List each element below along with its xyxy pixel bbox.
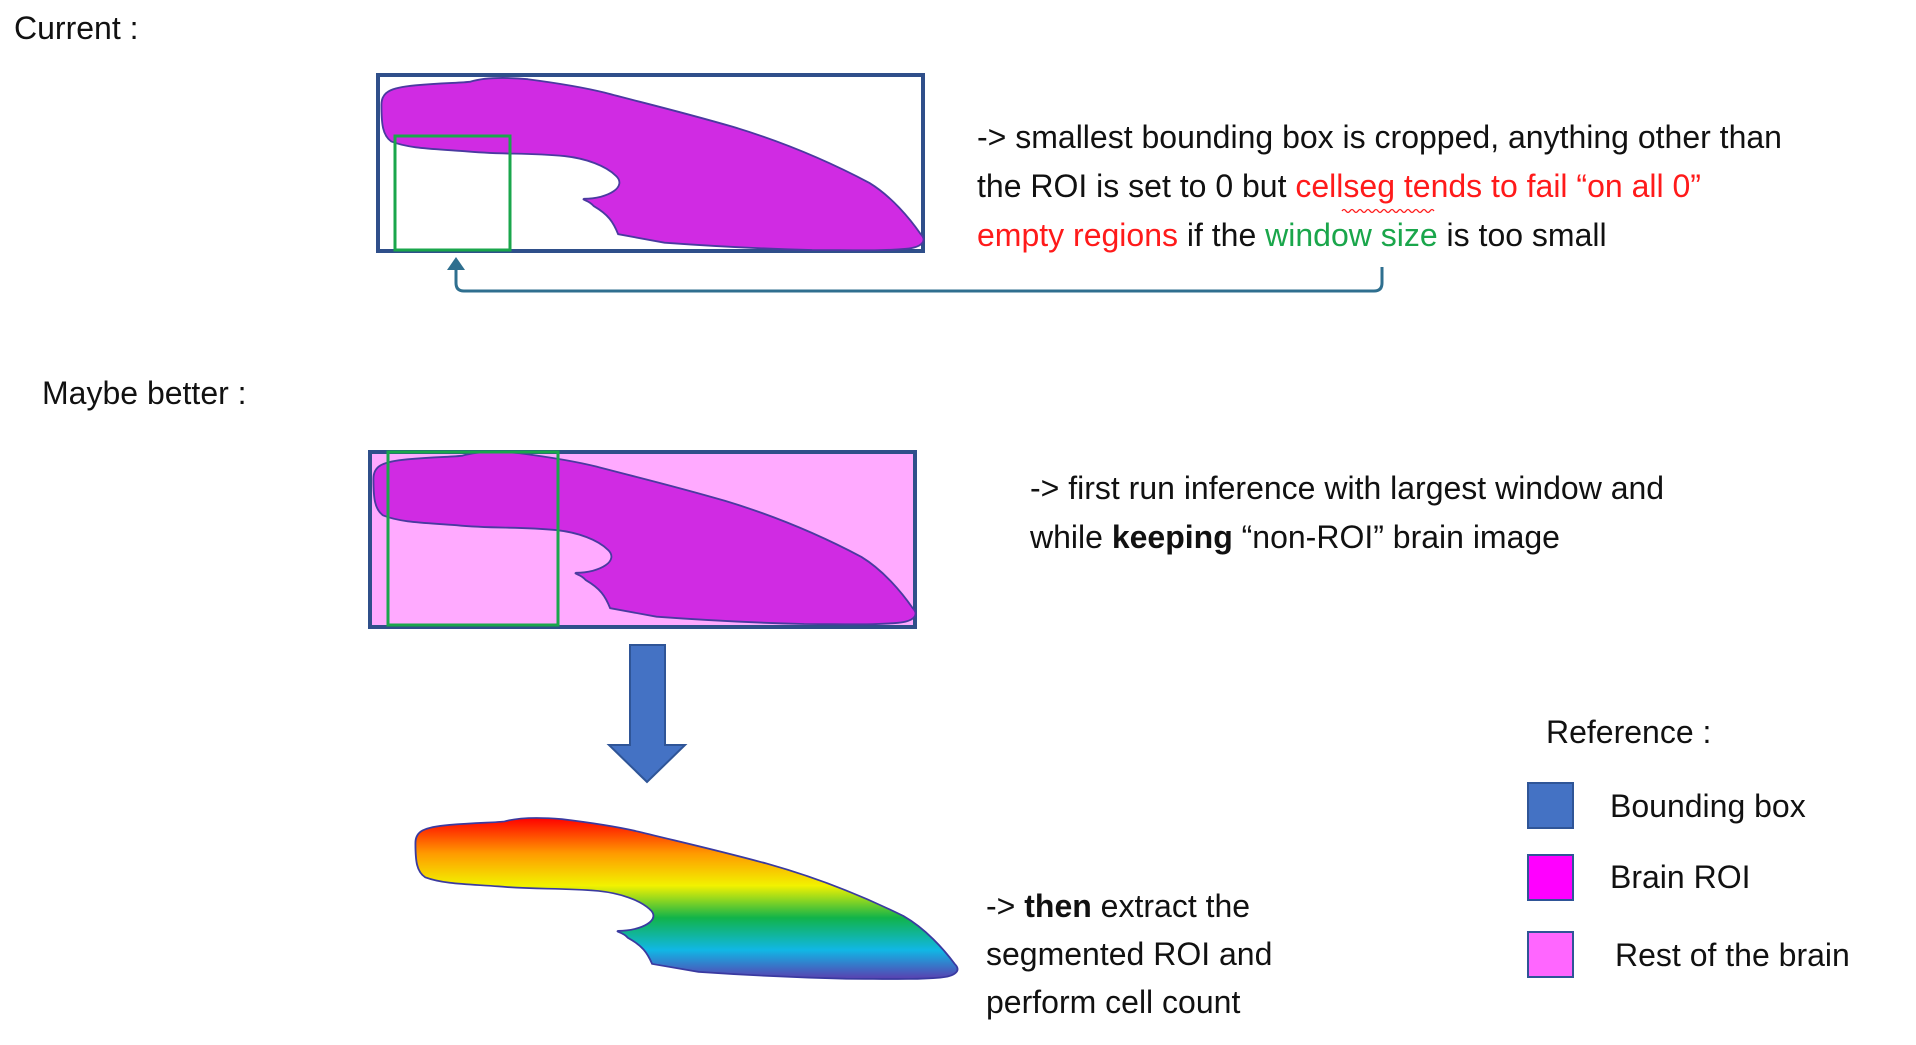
connector-arrow <box>447 257 1384 293</box>
current-line-1-segment-0: -> smallest bounding box is cropped, any… <box>977 119 1782 155</box>
current-line-2-segment-0: the ROI is set to 0 but <box>977 168 1295 204</box>
result-line-1-segment-2: extract the <box>1092 888 1250 924</box>
result-line-1-segment-1: then <box>1024 888 1092 924</box>
result-line-2-segment-0: segmented ROI and <box>986 936 1272 972</box>
current-description: -> smallest bounding box is cropped, any… <box>977 119 1791 253</box>
better-line-1-segment-0: -> first run inference with largest wind… <box>1030 470 1664 506</box>
better-line-2-segment-2: “non-ROI” brain image <box>1233 519 1560 555</box>
current-line-3: empty regions if the window size is too … <box>977 217 1607 253</box>
better-description: -> first run inference with largest wind… <box>1029 470 1673 555</box>
legend-swatch-brain-roi <box>1527 854 1574 901</box>
legend-swatch-bounding-box <box>1527 782 1574 829</box>
result-line-1: -> then extract the <box>986 888 1250 924</box>
current-line-2: the ROI is set to 0 but cellseg tends to… <box>977 168 1701 204</box>
result-line-1-segment-0: -> <box>986 888 1024 924</box>
current-line-2-segment-2: tends to fail “on all 0” <box>1395 168 1701 204</box>
better-diagram <box>368 450 917 629</box>
result-line-3: perform cell count <box>986 984 1240 1020</box>
legend: Reference : Bounding box Brain ROI Rest … <box>1527 714 1850 978</box>
better-line-2-segment-1: keeping <box>1112 519 1233 555</box>
legend-label-brain-roi: Brain ROI <box>1610 859 1750 895</box>
better-line-1: -> first run inference with largest wind… <box>1030 470 1664 506</box>
result-line-3-segment-0: perform cell count <box>986 984 1240 1020</box>
cellseg-squiggle <box>1341 208 1435 214</box>
heading-current: Current : <box>14 10 138 46</box>
window-better <box>386 450 560 627</box>
window-current <box>393 134 512 252</box>
legend-label-bounding-box: Bounding box <box>1610 788 1806 824</box>
down-arrow <box>606 644 688 784</box>
better-line-2: while keeping “non-ROI” brain image <box>1029 519 1560 555</box>
result-description: -> then extract the segmented ROI and pe… <box>986 888 1281 1020</box>
current-line-1: -> smallest bounding box is cropped, any… <box>977 119 1782 155</box>
current-line-3-segment-1: if the <box>1178 217 1265 253</box>
heading-better: Maybe better : <box>42 375 247 411</box>
legend-swatch-rest-of-brain <box>1527 931 1574 978</box>
legend-title: Reference : <box>1546 714 1711 750</box>
current-line-3-segment-0: empty regions <box>977 217 1178 253</box>
segmented-roi <box>414 817 959 980</box>
current-line-2-segment-1: cellseg <box>1295 168 1395 204</box>
current-diagram <box>376 73 925 253</box>
current-line-3-segment-3: is too small <box>1438 217 1607 253</box>
current-line-3-segment-2: window size <box>1264 217 1438 253</box>
result-line-2: segmented ROI and <box>986 936 1272 972</box>
legend-label-rest-of-brain: Rest of the brain <box>1615 937 1850 973</box>
better-line-2-segment-0: while <box>1029 519 1112 555</box>
